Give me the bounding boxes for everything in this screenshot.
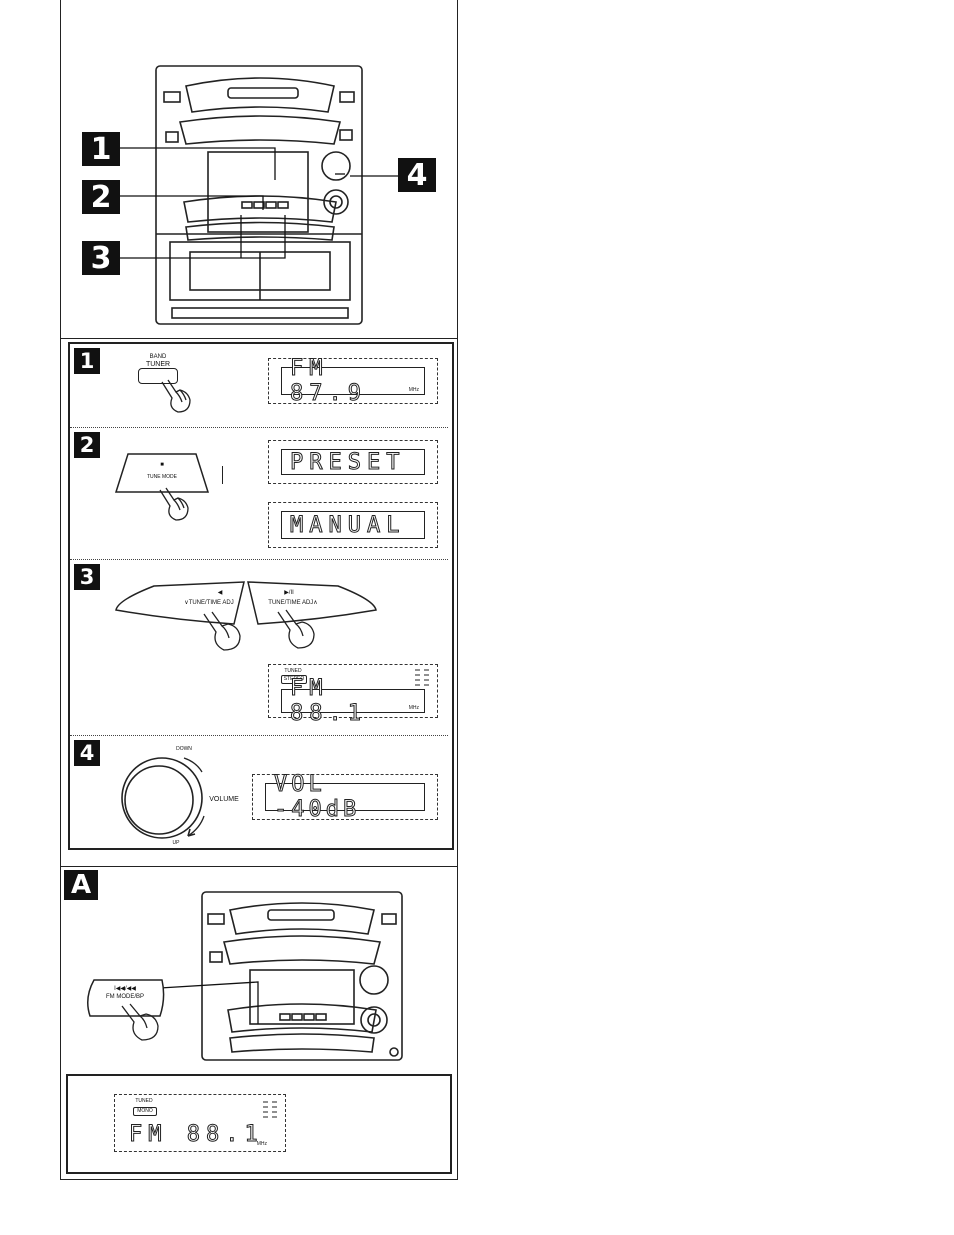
- band-label: BAND: [140, 354, 176, 361]
- toggle-bar: [222, 466, 223, 484]
- tune-down-label: ∨TUNE/TIME ADJ: [172, 600, 246, 607]
- pressing-hand-icon: [274, 610, 320, 650]
- pressing-hand-icon: [158, 380, 194, 414]
- display-step3-unit: MHz: [409, 705, 419, 711]
- display-manual-text: MANUAL: [290, 513, 405, 538]
- display-preset: PRESET: [268, 440, 438, 484]
- display-step3: TUNED STEREO FM 88.1 MHz: [268, 664, 438, 718]
- volume-label: VOLUME: [204, 796, 244, 803]
- callout-lines-top: [115, 140, 345, 270]
- tune-mode-label: TUNE MODE: [134, 474, 190, 481]
- tune-down-symbol: ◀: [210, 590, 230, 597]
- indicator-tuned-a: TUNED: [133, 1098, 155, 1105]
- tune-mode-symbol: ■: [144, 462, 180, 469]
- pressing-hand-icon: [156, 488, 192, 522]
- display-step3-text: FM 88.1: [290, 676, 424, 726]
- divider-a: [60, 866, 458, 867]
- tuner-label: TUNER: [136, 361, 180, 368]
- marker-step-3: 3: [74, 564, 100, 590]
- pressing-hand-icon: [118, 1004, 162, 1042]
- display-step1-unit: MHz: [409, 387, 419, 393]
- tune-up-symbol: ▶/II: [276, 590, 302, 597]
- separator-2-3: [70, 559, 448, 560]
- marker-step-4: 4: [74, 740, 100, 766]
- separator-1-2: [70, 427, 448, 428]
- tune-up-label: TUNE/TIME ADJ∧: [258, 600, 328, 607]
- marker-step-1: 1: [74, 348, 100, 374]
- display-step1-text: FM 87.9: [290, 356, 424, 406]
- marker-section-a: A: [64, 870, 98, 900]
- display-step4-text: VOL -40dB: [274, 772, 424, 822]
- marker-step-1-top: 1: [82, 132, 120, 166]
- display-step4: VOL -40dB: [252, 774, 438, 820]
- marker-step-2: 2: [74, 432, 100, 458]
- volume-down-label: DOWN: [172, 746, 196, 753]
- display-section-a-unit: MHz: [257, 1141, 267, 1147]
- indicator-mono: MONO: [133, 1107, 157, 1116]
- stereo-system-icon: [196, 888, 408, 1064]
- callout-line-a: [160, 980, 270, 1026]
- display-section-a-text: FM 88.1: [129, 1122, 264, 1147]
- display-preset-text: PRESET: [290, 450, 405, 475]
- volume-up-label: UP: [166, 840, 186, 847]
- fm-mode-label: FM MODE/BP: [92, 994, 158, 1001]
- display-manual: MANUAL: [268, 502, 438, 548]
- marker-step-3-top: 3: [82, 241, 120, 275]
- separator-3-4: [70, 735, 448, 736]
- marker-step-2-top: 2: [82, 180, 120, 214]
- indicator-tuned: TUNED: [281, 668, 305, 675]
- pressing-hand-icon: [200, 612, 246, 652]
- divider-top: [60, 338, 458, 339]
- signal-bars-icon: [261, 1099, 279, 1121]
- display-section-a: TUNED MONO FM 88.1 MHz: [114, 1094, 286, 1152]
- fm-mode-symbol: I◀◀/◀◀: [92, 986, 158, 993]
- marker-step-4-top: 4: [398, 158, 436, 192]
- callout-line-4: [350, 174, 400, 178]
- display-step1: FM 87.9 MHz: [268, 358, 438, 404]
